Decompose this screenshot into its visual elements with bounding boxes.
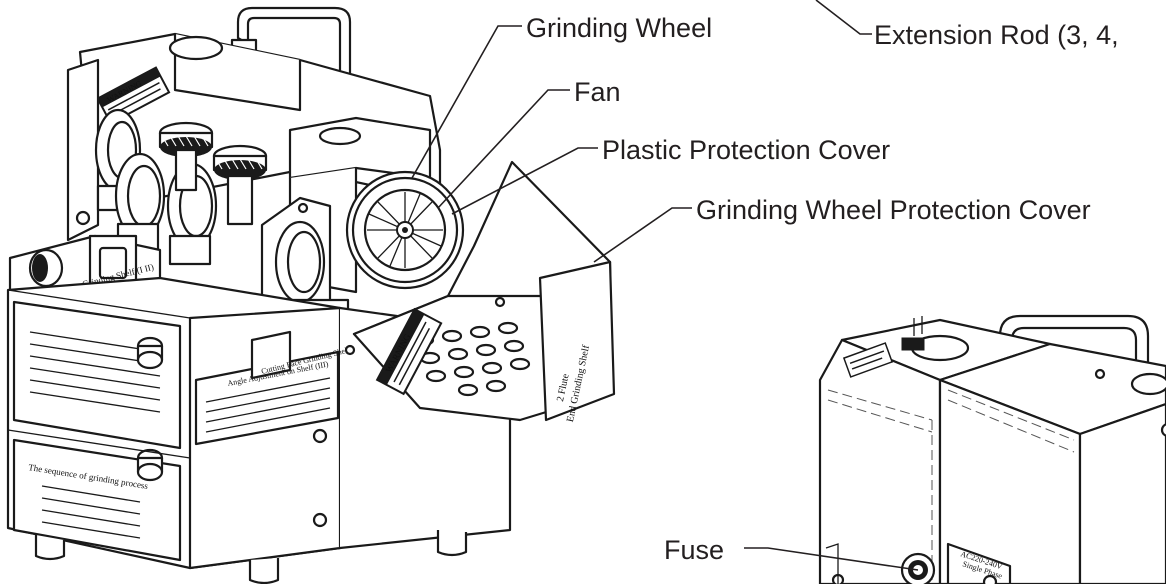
wheel-protection-tray: 2 Flute End Grinding Shelf WARNING [344, 160, 616, 423]
knurled-knob-1 [158, 121, 214, 192]
leader-plastic-cover [451, 147, 598, 215]
rear-dial [1130, 372, 1166, 396]
top-socket [168, 35, 224, 61]
wheel-block-top [288, 116, 432, 180]
knurled-knob-2 [212, 144, 268, 226]
rear-side-screw [1160, 423, 1166, 437]
base-knob-upper [136, 336, 164, 370]
rear-top-label [842, 342, 894, 378]
foot-right [436, 530, 468, 557]
collet-holder-2 [114, 152, 166, 254]
rear-side-face [1078, 402, 1166, 584]
foot-left [34, 535, 66, 561]
callout-labels: Extension Rod (3, 4, Grinding Wheel Fan … [526, 13, 1119, 565]
leader-grinding-wheel [411, 25, 522, 179]
callout-grinding-wheel: Grinding Wheel [526, 13, 712, 43]
rear-dash-1 [827, 389, 933, 421]
rear-right-face [938, 378, 1082, 584]
callout-plastic-cover: Plastic Protection Cover [602, 135, 890, 165]
side-screw-2 [312, 512, 328, 528]
left-panel-screw [75, 210, 91, 226]
right-machine: AC220-240V Single Phase [818, 314, 1166, 584]
base-knob-lower [136, 448, 164, 482]
grinding-wheel-assembly [345, 170, 465, 290]
leader-extension-rod [815, 0, 872, 35]
leader-fan [437, 89, 570, 209]
fuse-holder [900, 552, 936, 584]
callout-fuse: Fuse [664, 535, 724, 565]
rear-top-grille [901, 337, 925, 351]
callout-fan: Fan [574, 77, 621, 107]
side-screw-1 [312, 428, 328, 444]
tray-screw [494, 296, 506, 308]
rear-top-screw [1094, 368, 1106, 380]
tray-side-wall [538, 260, 616, 422]
rear-left-edge [825, 543, 839, 584]
callout-wheel-cover: Grinding Wheel Protection Cover [696, 195, 1091, 225]
left-machine: WARNING [6, 6, 512, 584]
leader-fuse [744, 547, 919, 571]
power-inlet [982, 574, 998, 584]
instruction-plate-left [12, 300, 182, 450]
rear-dash-3 [947, 389, 1075, 441]
leader-wheel-cover [593, 207, 692, 263]
callout-extension-rod: Extension Rod (3, 4, [874, 20, 1119, 50]
foot-middle [248, 558, 280, 584]
leader-lines [411, 0, 919, 571]
left-panel [66, 58, 100, 242]
wheel-block-socket [318, 126, 362, 146]
tray-hinge [344, 344, 356, 356]
rear-dash-2 [827, 399, 933, 433]
rear-dash-4 [947, 399, 1075, 453]
